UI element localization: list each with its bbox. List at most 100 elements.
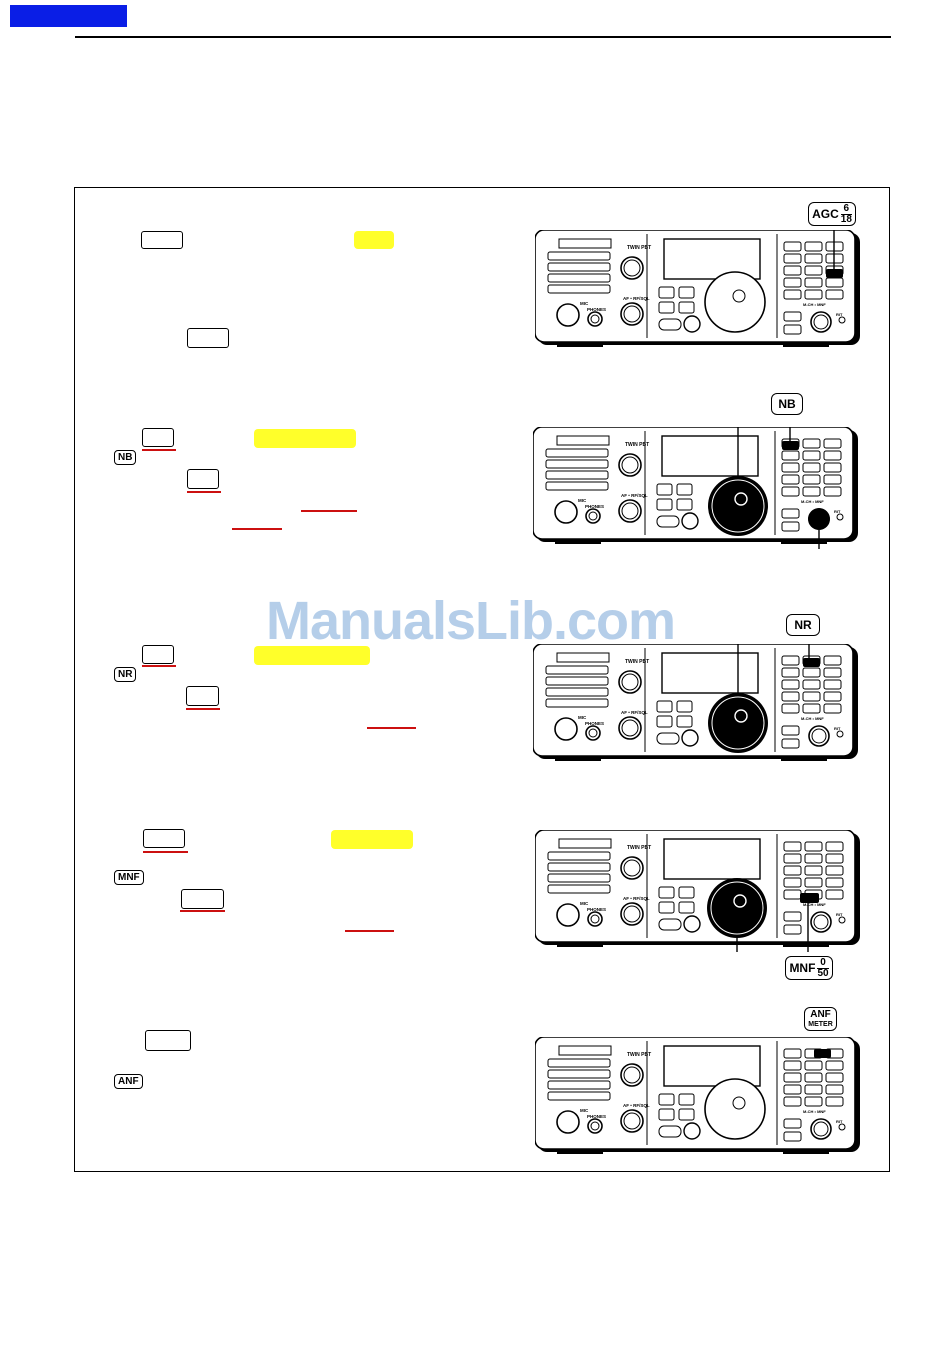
anf-key-1 bbox=[145, 1030, 191, 1051]
twin-pbt-label: TWIN PBT bbox=[625, 442, 649, 448]
nb-underline-3 bbox=[301, 510, 357, 512]
nr-callout: NR bbox=[786, 614, 820, 636]
agc-highlight bbox=[354, 231, 394, 249]
nr-key-2 bbox=[186, 686, 219, 706]
rit-label: RIT bbox=[836, 312, 843, 317]
mch-mnf-label: M-CH • MNF bbox=[803, 902, 826, 907]
nb-underline-1 bbox=[142, 449, 176, 451]
af-rf-label: AF • RF/SQL bbox=[621, 493, 648, 498]
radio-panel-agc: TWIN PBT AF • RF/SQL MIC PHONES M-CH • M… bbox=[535, 230, 861, 348]
nb-underline-2 bbox=[187, 491, 221, 493]
mnf-pressed-key bbox=[800, 893, 819, 903]
rit-knob-highlighted bbox=[808, 508, 830, 530]
content-frame bbox=[74, 187, 890, 1172]
mnf-underline-1 bbox=[143, 851, 188, 853]
main-dial bbox=[704, 1078, 766, 1140]
twin-pbt-label: TWIN PBT bbox=[627, 245, 651, 251]
watermark: ManualsLib.com bbox=[266, 591, 676, 651]
agc-key-2 bbox=[187, 328, 229, 348]
agc-pressed-key bbox=[826, 269, 843, 278]
main-dial-highlighted bbox=[707, 878, 767, 938]
mch-mnf-label: M-CH • MNF bbox=[801, 716, 824, 721]
main-dial-highlighted bbox=[708, 693, 768, 753]
mnf-underline-3 bbox=[345, 930, 394, 932]
mnf-key-2 bbox=[181, 889, 224, 909]
mic-label: MIC bbox=[578, 715, 587, 720]
twin-pbt-label: TWIN PBT bbox=[625, 659, 649, 665]
agc-callout-bottom: 18 bbox=[840, 214, 852, 226]
rit-label: RIT bbox=[834, 509, 841, 514]
mch-mnf-label: M-CH • MNF bbox=[803, 1109, 826, 1114]
dial-dimple bbox=[734, 709, 748, 723]
phones-label: PHONES bbox=[587, 307, 606, 312]
twin-pbt-label: TWIN PBT bbox=[627, 1052, 651, 1058]
nr-pressed-key bbox=[803, 658, 820, 667]
mch-mnf-label: M-CH • MNF bbox=[803, 302, 826, 307]
anf-callout-line2: METER bbox=[808, 1021, 833, 1028]
radio-panel-nb: TWIN PBT AF • RF/SQL MIC PHONES M-CH • M… bbox=[533, 427, 859, 549]
nr-key-1 bbox=[142, 645, 174, 664]
nb-callout: NB bbox=[771, 393, 803, 415]
mnf-key-1 bbox=[143, 829, 185, 848]
dial-dimple bbox=[733, 894, 747, 908]
nr-underline-1 bbox=[142, 665, 176, 667]
agc-callout-top: 6 bbox=[843, 203, 850, 215]
radio-panel-anf-labels: TWIN PBT AF • RF/SQL MIC PHONES M-CH • M… bbox=[580, 1052, 843, 1124]
phones-label: PHONES bbox=[585, 504, 604, 509]
anf-callout-line1: ANF bbox=[810, 1009, 831, 1020]
mic-label: MIC bbox=[580, 901, 589, 906]
dial-dimple bbox=[732, 289, 746, 303]
radio-panel-mnf-labels: TWIN PBT AF • RF/SQL MIC PHONES M-CH • M… bbox=[580, 845, 843, 917]
twin-pbt-label: TWIN PBT bbox=[627, 845, 651, 851]
anf-pressed-key bbox=[814, 1049, 831, 1058]
rit-label: RIT bbox=[836, 912, 843, 917]
radio-panel-mnf: TWIN PBT AF • RF/SQL MIC PHONES M-CH • M… bbox=[535, 830, 861, 952]
phones-label: PHONES bbox=[585, 721, 604, 726]
anf-key-label: ANF bbox=[114, 1074, 143, 1089]
nr-key-label: NR bbox=[114, 667, 137, 682]
anf-callout: ANF METER bbox=[804, 1007, 837, 1031]
mnf-underline-2 bbox=[180, 910, 225, 912]
radio-panel-nr-labels: TWIN PBT AF • RF/SQL MIC PHONES M-CH • M… bbox=[578, 659, 841, 731]
nb-key-label: NB bbox=[114, 450, 137, 465]
mnf-callout-top: 0 bbox=[820, 957, 826, 969]
nb-pressed-key bbox=[782, 441, 799, 450]
mic-label: MIC bbox=[578, 498, 587, 503]
dial-ring bbox=[710, 881, 764, 935]
agc-key-1 bbox=[141, 231, 183, 249]
rit-label: RIT bbox=[836, 1119, 843, 1124]
dial-dimple bbox=[732, 1096, 746, 1110]
rit-label: RIT bbox=[834, 726, 841, 731]
mnf-highlight bbox=[331, 830, 413, 849]
dial-ring bbox=[711, 696, 765, 750]
dial-dimple bbox=[734, 492, 748, 506]
mic-label: MIC bbox=[580, 1108, 589, 1113]
nb-key-1 bbox=[142, 428, 174, 447]
main-dial bbox=[704, 271, 766, 333]
af-rf-label: AF • RF/SQL bbox=[623, 296, 650, 301]
dial-ring bbox=[711, 479, 765, 533]
nb-underline-4 bbox=[232, 528, 282, 530]
radio-panel-nb-labels: TWIN PBT AF • RF/SQL MIC PHONES M-CH • M… bbox=[578, 442, 841, 514]
radio-panel-agc-labels: TWIN PBT AF • RF/SQL MIC PHONES M-CH • M… bbox=[580, 245, 843, 317]
phones-label: PHONES bbox=[587, 1114, 606, 1119]
nr-underline-3 bbox=[367, 727, 416, 729]
radio-panel-nr: TWIN PBT AF • RF/SQL MIC PHONES M-CH • M… bbox=[533, 644, 859, 762]
nb-highlight bbox=[254, 429, 356, 448]
af-rf-label: AF • RF/SQL bbox=[621, 710, 648, 715]
phones-label: PHONES bbox=[587, 907, 606, 912]
nb-key-2 bbox=[187, 469, 219, 489]
mnf-callout-bottom: 50 bbox=[817, 968, 829, 980]
nr-underline-2 bbox=[186, 708, 220, 710]
radio-panel-anf: TWIN PBT AF • RF/SQL MIC PHONES M-CH • M… bbox=[535, 1037, 861, 1155]
mnf-key-label: MNF bbox=[114, 870, 144, 885]
af-rf-label: AF • RF/SQL bbox=[623, 1103, 650, 1108]
main-dial-highlighted bbox=[708, 476, 768, 536]
mnf-callout-main: MNF bbox=[789, 961, 816, 975]
agc-callout-main: AGC bbox=[812, 207, 839, 221]
header-tab bbox=[10, 5, 127, 27]
